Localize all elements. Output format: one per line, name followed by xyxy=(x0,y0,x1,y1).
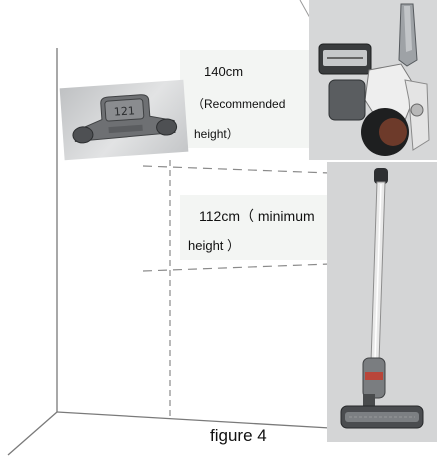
minimum-label-bg xyxy=(180,195,330,260)
wall-bracket-photo: 121 xyxy=(59,79,189,161)
svg-text:121: 121 xyxy=(113,104,135,118)
minimum-height-value: 112cm（ minimum xyxy=(199,208,315,224)
accessories-photo xyxy=(309,0,437,160)
recommended-label-bg xyxy=(180,50,330,148)
recommended-height-value: 140cm xyxy=(204,64,244,79)
minimum-height-note-cont: height ） xyxy=(188,238,241,253)
figure-caption: figure 4 xyxy=(210,426,267,445)
recommended-height-note-cont: height） xyxy=(194,127,239,141)
vacuum-cleaner-photo xyxy=(327,162,437,442)
recommended-height-note: （Recommended xyxy=(192,97,286,111)
